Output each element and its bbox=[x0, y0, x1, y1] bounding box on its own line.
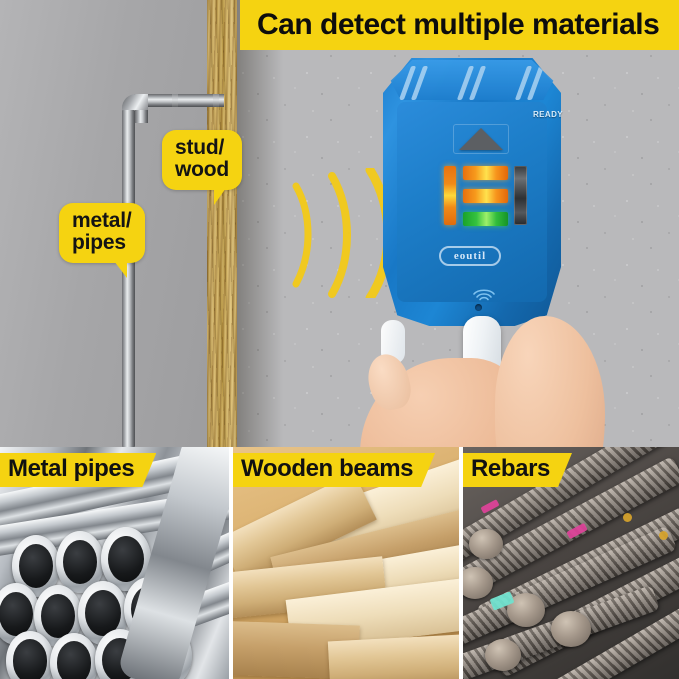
callout-metal-pipes-line2: pipes bbox=[72, 230, 126, 254]
brand-logo: eoutil bbox=[439, 246, 501, 266]
pipe-opening bbox=[56, 531, 104, 593]
ready-status-label: READY bbox=[532, 110, 563, 119]
led-bar-1 bbox=[463, 166, 508, 180]
led-bar-3 bbox=[463, 212, 508, 226]
pipe-opening bbox=[6, 631, 54, 679]
triangle-indicator-icon bbox=[459, 128, 503, 150]
wooden-beams-label: Wooden beams bbox=[233, 453, 435, 487]
paint-mark bbox=[623, 513, 632, 522]
rebar-end-face bbox=[469, 529, 503, 559]
headline-text: Can detect multiple materials bbox=[257, 8, 660, 41]
metal-pipes-label: Metal pipes bbox=[0, 453, 156, 487]
material-panels: Metal pipes Wooden beams bbox=[0, 447, 679, 679]
wall-cutaway-scene: READY eoutil stud/ wood bbox=[0, 0, 679, 447]
rebars-panel: Rebars bbox=[463, 447, 679, 679]
rebar-end-face bbox=[463, 567, 493, 599]
callout-tail bbox=[113, 260, 127, 278]
rebar-end-face bbox=[507, 593, 545, 627]
headline-banner: Can detect multiple materials bbox=[240, 0, 679, 50]
pipe-opening bbox=[50, 633, 98, 679]
sensor-lens bbox=[475, 304, 482, 311]
callout-tail bbox=[214, 187, 227, 205]
metal-pipes-panel: Metal pipes bbox=[0, 447, 229, 679]
metal-pipe-elbow bbox=[122, 94, 148, 123]
led-slot-right bbox=[514, 166, 527, 225]
wall-shadow bbox=[237, 0, 283, 447]
callout-stud-wood-line1: stud/ bbox=[175, 136, 225, 159]
signal-icon bbox=[473, 289, 495, 301]
wood-beam bbox=[327, 632, 459, 679]
led-vertical-left bbox=[444, 166, 456, 225]
metal-pipe-vertical bbox=[122, 110, 135, 447]
metal-pipe-joint-band bbox=[172, 94, 178, 107]
stud-finder-device[interactable]: READY eoutil bbox=[360, 58, 605, 447]
rebar-end-face bbox=[551, 611, 591, 647]
metal-pipe-joint-band-2 bbox=[213, 94, 219, 107]
wooden-stud bbox=[207, 0, 240, 447]
callout-metal-pipes: metal/ pipes bbox=[59, 203, 145, 278]
wooden-beams-panel: Wooden beams bbox=[233, 447, 459, 679]
rebars-label: Rebars bbox=[463, 453, 572, 487]
callout-stud-wood: stud/ wood bbox=[162, 130, 243, 205]
led-bar-2 bbox=[463, 189, 508, 203]
callout-stud-wood-line2: wood bbox=[175, 157, 230, 181]
direction-indicator-slot bbox=[453, 124, 509, 154]
metal-pipe-horizontal bbox=[134, 94, 224, 107]
device-top-bevel bbox=[390, 60, 554, 100]
paint-mark bbox=[659, 531, 668, 540]
rebar-end-face bbox=[485, 639, 521, 671]
callout-metal-pipes-line1: metal/ bbox=[72, 209, 132, 232]
